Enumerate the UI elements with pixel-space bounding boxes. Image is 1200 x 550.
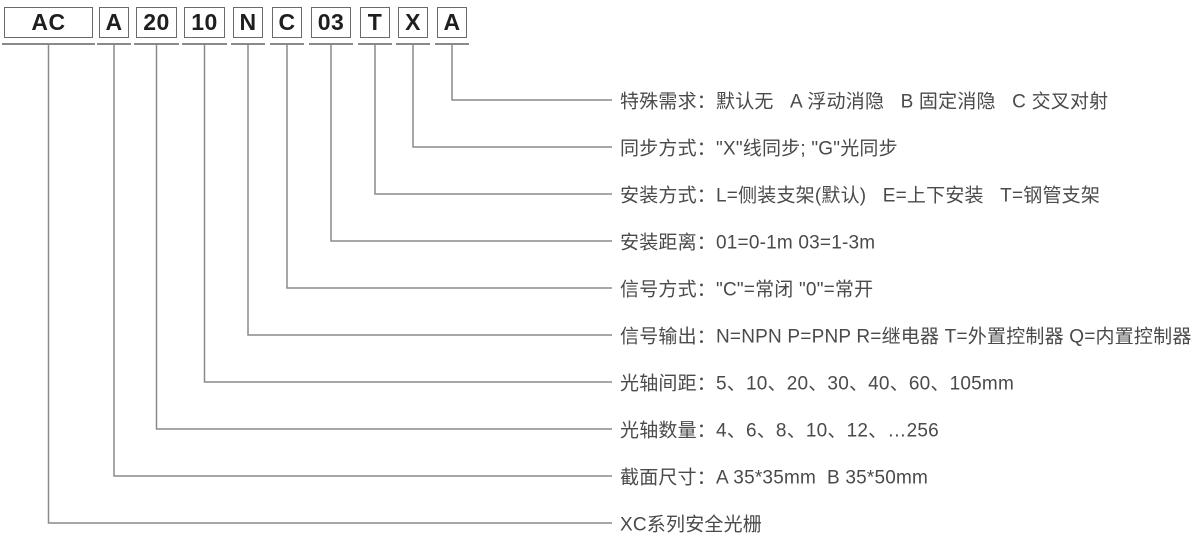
code-box-c-5: C <box>272 7 302 38</box>
connector-line <box>113 45 612 477</box>
code-box-10-3: 10 <box>184 7 225 38</box>
connector-line <box>412 45 612 148</box>
connector-line <box>451 45 612 101</box>
spec-label-3: 光轴间距：5、10、20、30、40、60、105mm <box>620 373 1014 395</box>
spec-label-9: 特殊需求：默认无 A 浮动消隐 B 固定消隐 C 交叉对射 <box>620 91 1109 113</box>
code-text: AC <box>31 9 66 35</box>
code-box-03-6: 03 <box>311 7 351 38</box>
code-box-20-2: 20 <box>136 7 177 38</box>
code-text: A <box>105 9 123 35</box>
code-text: T <box>367 9 383 35</box>
spec-label-6: 安装距离：01=0-1m 03=1-3m <box>620 232 876 254</box>
code-box-n-4: N <box>233 7 263 38</box>
spec-label-1: 截面尺寸：A 35*35mm B 35*50mm <box>620 467 929 489</box>
code-text: 20 <box>143 9 170 35</box>
code-text: N <box>239 9 257 35</box>
code-text: A <box>443 9 461 35</box>
code-text: C <box>278 9 296 35</box>
connector-line <box>374 45 612 195</box>
code-box-t-7: T <box>360 7 390 38</box>
code-box-ac-0: AC <box>4 7 93 38</box>
code-box-a-1: A <box>99 7 129 38</box>
code-text: 10 <box>191 9 218 35</box>
connector-line <box>247 45 612 336</box>
connector-line <box>286 45 612 289</box>
spec-label-4: 信号输出：N=NPN P=PNP R=继电器 T=外置控制器 Q=内置控制器 <box>620 326 1192 348</box>
spec-label-5: 信号方式："C"=常闭 "0"=常开 <box>620 279 874 301</box>
connector-line <box>155 45 612 430</box>
spec-label-2: 光轴数量：4、6、8、10、12、…256 <box>620 420 939 442</box>
spec-label-8: 同步方式："X"线同步; "G"光同步 <box>620 138 898 160</box>
connector-line <box>203 45 612 383</box>
code-box-a-9: A <box>437 7 467 38</box>
code-text: X <box>405 9 421 35</box>
code-text: 03 <box>317 9 345 35</box>
code-box-x-8: X <box>398 7 428 38</box>
connector-line <box>47 45 612 524</box>
connector-line <box>330 45 612 242</box>
spec-label-7: 安装方式：L=侧装支架(默认) E=上下安装 T=钢管支架 <box>620 185 1101 207</box>
spec-label-0: XC系列安全光栅 <box>620 514 762 536</box>
